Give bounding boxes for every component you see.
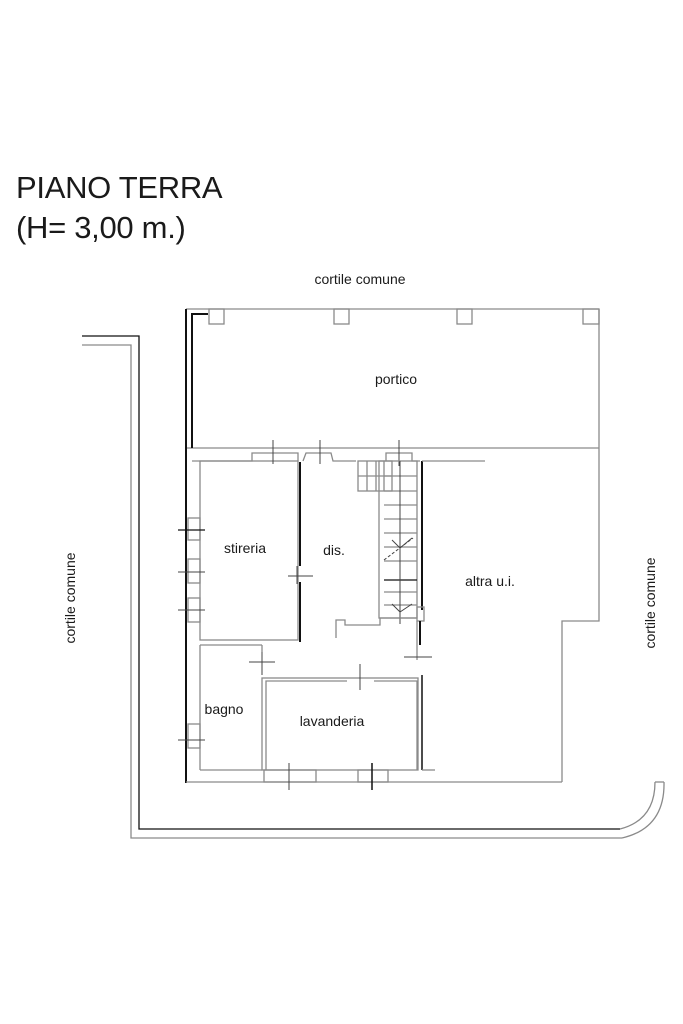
- bottom-wall: [186, 763, 562, 790]
- altra-ui-outline: [561, 448, 600, 782]
- room-stireria: stireria: [224, 540, 266, 556]
- room-dis: dis.: [323, 542, 345, 558]
- lavanderia-walls: [200, 664, 435, 771]
- floor-name: PIANO TERRA: [16, 170, 223, 205]
- ceiling-height: (H= 3,00 m.): [16, 210, 186, 245]
- label-courtyard-right: cortile comune: [642, 557, 658, 648]
- room-portico: portico: [375, 371, 417, 387]
- corridor-walls: [199, 617, 432, 770]
- room-lavanderia: lavanderia: [300, 713, 365, 729]
- portico-walls: [185, 308, 600, 783]
- label-courtyard-top: cortile comune: [314, 271, 405, 287]
- courtyard-boundary: [82, 335, 665, 839]
- left-windows: [178, 517, 205, 749]
- room-altra-ui: altra u.i.: [465, 573, 515, 589]
- interior-top-wall: [192, 440, 485, 610]
- plan-title: PIANO TERRA (H= 3,00 m.): [16, 168, 223, 248]
- label-courtyard-left: cortile comune: [62, 552, 78, 643]
- staircase: [357, 460, 425, 624]
- room-bagno: bagno: [205, 701, 244, 717]
